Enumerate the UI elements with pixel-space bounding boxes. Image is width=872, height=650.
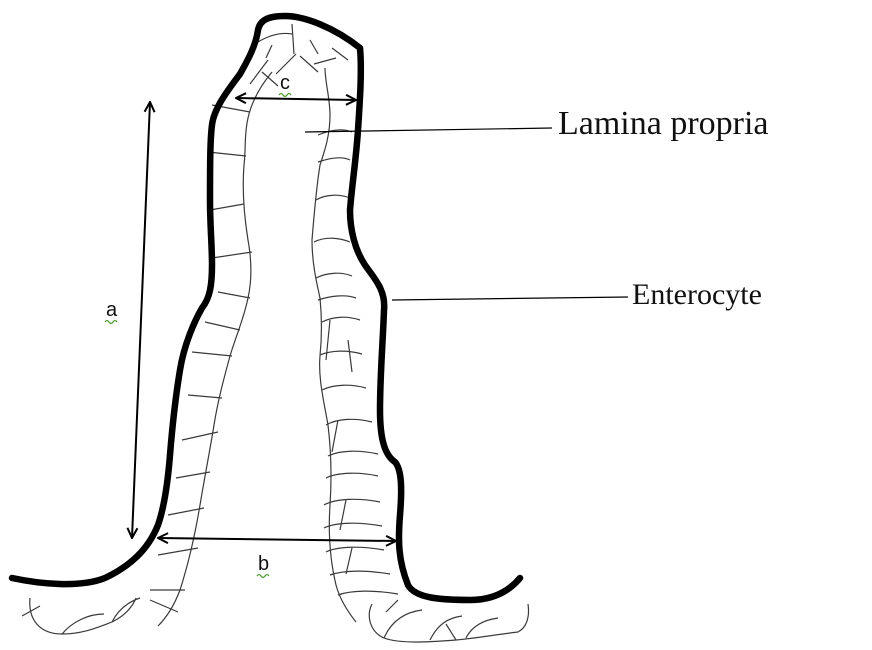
arrow-a — [132, 102, 150, 538]
villus-outline — [12, 16, 520, 600]
base-cells-right — [369, 600, 528, 642]
enterocyte-label: Enterocyte — [632, 278, 762, 311]
left-inner-cell-border — [158, 72, 272, 626]
dimension-c-label: c — [280, 72, 290, 94]
base-cells-left — [22, 598, 140, 634]
left-cell-dividers — [150, 105, 252, 612]
dimension-b-label: b — [258, 553, 269, 575]
right-inner-cell-border — [312, 68, 356, 622]
lamina-propria-label: Lamina propria — [558, 105, 769, 142]
enterocyte-leader — [392, 297, 628, 300]
dimension-a-label: a — [106, 299, 118, 321]
enterocyte-cells — [22, 24, 529, 642]
right-cell-dividers — [314, 130, 398, 595]
